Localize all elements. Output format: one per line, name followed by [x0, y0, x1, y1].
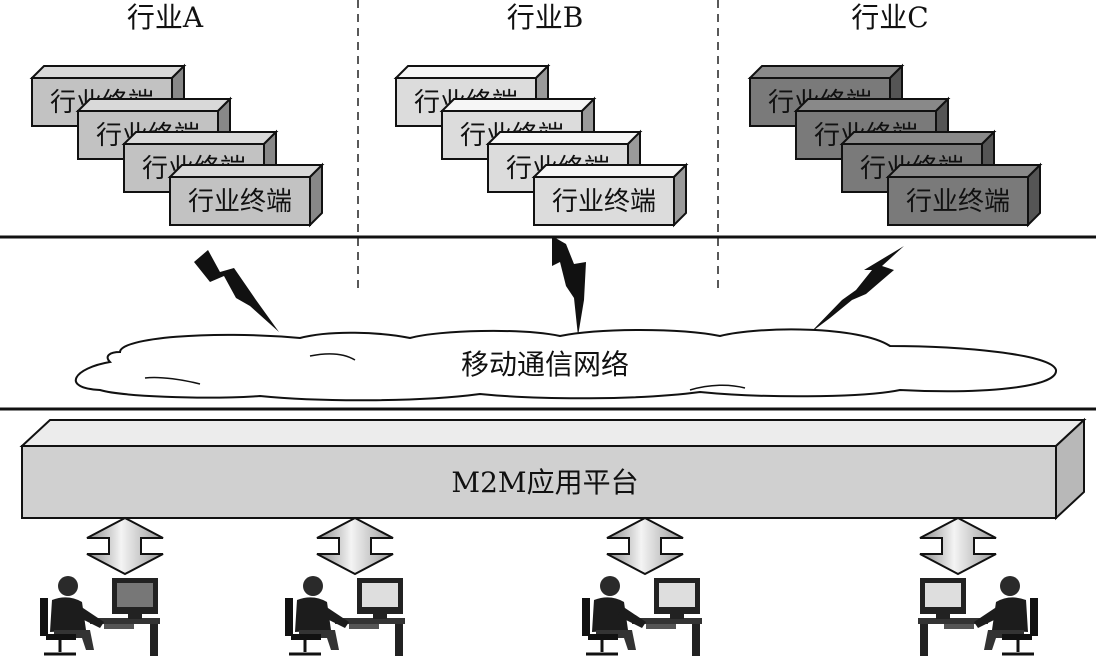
- industry-c-title: 行业C: [851, 1, 928, 34]
- industry-terminal-label: 行业终端: [552, 187, 656, 217]
- user-at-computer-icon: [582, 576, 702, 656]
- wireless-link-a-icon: [194, 250, 279, 332]
- m2m-platform-bar: [19, 417, 1087, 521]
- bidirectional-arrow-icon: [606, 516, 684, 576]
- industry-terminal-box: 行业终端: [531, 162, 689, 228]
- industry-b-title: 行业B: [507, 1, 584, 34]
- m2m-platform-label: M2M应用平台: [451, 466, 638, 499]
- users: [40, 576, 1038, 656]
- user-at-computer-icon: [40, 576, 160, 656]
- industry-terminal-label: 行业终端: [188, 187, 292, 217]
- mobile-network-label: 移动通信网络: [461, 348, 629, 381]
- platform-user-arrows: [86, 516, 997, 576]
- wireless-link-b-icon: [552, 236, 586, 336]
- industry-a-title: 行业A: [127, 1, 204, 34]
- industry-a-terminals: 行业终端行业终端行业终端行业终端: [29, 63, 325, 228]
- bidirectional-arrow-icon: [86, 516, 164, 576]
- user-at-computer-icon: [918, 576, 1038, 656]
- bidirectional-arrow-icon: [919, 516, 997, 576]
- user-at-computer-icon: [285, 576, 405, 656]
- industry-c-terminals: 行业终端行业终端行业终端行业终端: [747, 63, 1043, 228]
- terminal-stacks: 行业终端行业终端行业终端行业终端行业终端行业终端行业终端行业终端行业终端行业终端…: [29, 63, 1043, 228]
- industry-terminal-box: 行业终端: [885, 162, 1043, 228]
- industry-terminal-box: 行业终端: [167, 162, 325, 228]
- wireless-link-c-icon: [810, 246, 904, 333]
- mobile-network-cloud-icon: [74, 328, 1058, 402]
- industry-b-terminals: 行业终端行业终端行业终端行业终端: [393, 63, 689, 228]
- industry-terminal-label: 行业终端: [906, 187, 1010, 217]
- bidirectional-arrow-icon: [316, 516, 394, 576]
